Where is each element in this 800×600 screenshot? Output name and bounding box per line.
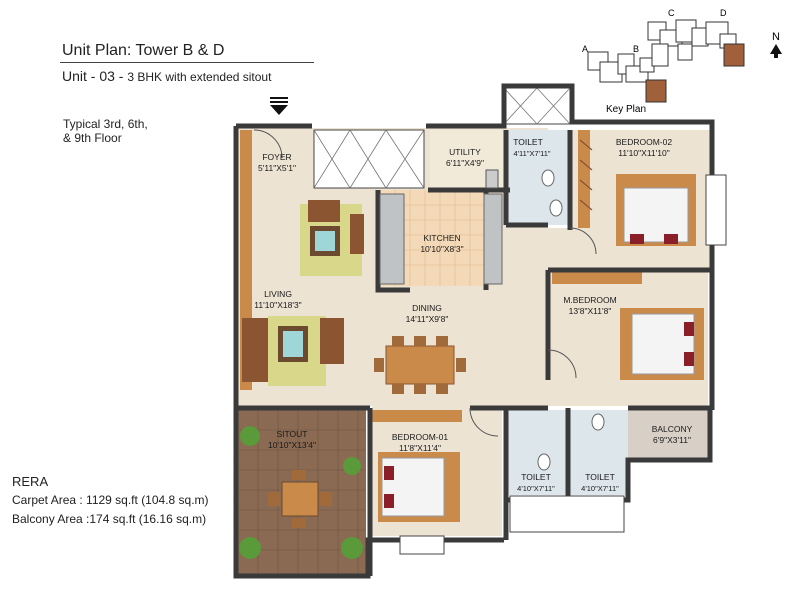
room-size-bedroom-02: 11'10"X11'10" bbox=[618, 148, 670, 158]
balcony-area: Balcony Area :174 sq.ft (16.16 sq.m) bbox=[12, 512, 207, 526]
room-size-bedroom-01: 11'8"X11'4" bbox=[399, 443, 441, 453]
page-title: Unit Plan: Tower B & D bbox=[62, 42, 225, 59]
room-label-bedroom-01: BEDROOM-01 bbox=[392, 432, 448, 442]
room-label-toilet-top: TOILET bbox=[513, 137, 543, 147]
sitout-table bbox=[268, 470, 332, 528]
floor-info: Typical 3rd, 6th, & 9th Floor bbox=[63, 117, 148, 145]
key-plan-highlight-b bbox=[645, 79, 667, 103]
room-size-foyer: 5'11"X5'1" bbox=[258, 163, 296, 173]
bedroom-01-bed bbox=[378, 452, 460, 522]
rera-info: RERA Carpet Area : 1129 sq.ft (104.8 sq.… bbox=[12, 472, 209, 529]
room-size-toilet-left: 4'10"X7'11" bbox=[517, 484, 555, 493]
room-label-dining: DINING bbox=[412, 303, 442, 313]
room-size-sitout: 10'10"X13'4" bbox=[268, 440, 316, 450]
room-size-kitchen: 10'10"X8'3" bbox=[420, 244, 463, 254]
room-size-toilet-right: 4'10"X7'11" bbox=[581, 484, 619, 493]
unit-subtitle: Unit - 03 - 3 BHK with extended sitout bbox=[62, 68, 271, 84]
plants-icon bbox=[239, 426, 363, 559]
entrance-arrow-icon bbox=[270, 97, 288, 115]
room-size-toilet-top: 4'11"X7'11" bbox=[513, 149, 550, 158]
room-size-dining: 14'11"X9'8" bbox=[406, 314, 449, 324]
room-label-living: LIVING bbox=[264, 289, 292, 299]
north-arrow-icon bbox=[770, 44, 782, 58]
living-sofa-set bbox=[242, 200, 364, 386]
room-label-sitout: SITOUT bbox=[276, 429, 307, 439]
dining-table bbox=[374, 336, 466, 394]
room-label-toilet-right: TOILET bbox=[585, 472, 615, 482]
unit-description: 3 BHK with extended sitout bbox=[127, 70, 272, 84]
floor-info-line2: & 9th Floor bbox=[63, 131, 122, 145]
bedroom-02-window bbox=[705, 174, 727, 246]
room-size-utility: 6'11"X4'9" bbox=[446, 158, 484, 168]
room-size-m-bedroom: 13'8"X11'8" bbox=[569, 306, 612, 316]
block-d-label: D bbox=[720, 8, 727, 18]
room-size-balcony: 6'9"X3'11" bbox=[653, 435, 691, 445]
rera-heading: RERA bbox=[12, 474, 49, 489]
block-b-label: B bbox=[633, 44, 639, 54]
room-label-foyer: FOYER bbox=[262, 152, 291, 162]
block-a-label: A bbox=[582, 44, 588, 54]
unit-prefix: Unit - 03 - bbox=[62, 68, 128, 84]
bedroom-02-bed bbox=[616, 174, 696, 246]
room-label-m-bedroom: M.BEDROOM bbox=[563, 295, 616, 305]
room-label-utility: UTILITY bbox=[449, 147, 481, 157]
block-c-label: C bbox=[668, 8, 675, 18]
m-bedroom-bed bbox=[620, 308, 704, 380]
key-plan-highlight-d bbox=[723, 43, 745, 67]
room-label-toilet-left: TOILET bbox=[521, 472, 551, 482]
room-size-living: 11'10"X18'3" bbox=[254, 300, 301, 310]
floor-info-line1: Typical 3rd, 6th, bbox=[63, 117, 148, 131]
room-label-kitchen: KITCHEN bbox=[423, 233, 460, 243]
key-plan-label: Key Plan bbox=[606, 104, 646, 115]
north-label: N bbox=[772, 31, 780, 43]
room-label-balcony: BALCONY bbox=[652, 424, 693, 434]
room-label-bedroom-02: BEDROOM-02 bbox=[616, 137, 672, 147]
title-underline bbox=[60, 62, 314, 63]
key-plan: A B C D Key Plan N bbox=[582, 8, 782, 115]
carpet-area: Carpet Area : 1129 sq.ft (104.8 sq.m) bbox=[12, 493, 209, 507]
